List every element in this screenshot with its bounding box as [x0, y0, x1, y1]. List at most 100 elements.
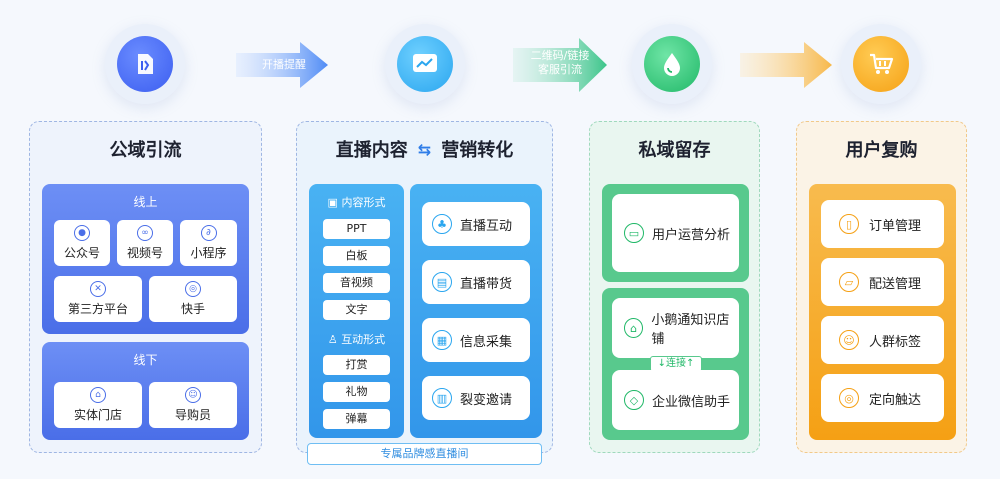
bag-icon: ▤: [432, 272, 452, 292]
target-icon: ◎: [839, 388, 859, 408]
chart-icon: [397, 36, 453, 92]
stage1-icon-badge: [105, 24, 185, 104]
order-management-item[interactable]: ▯ 订单管理: [821, 200, 944, 248]
item-label: 企业微信助手: [652, 394, 731, 410]
item-label: 定向触达: [869, 392, 922, 408]
stage1-title: 公域引流: [109, 140, 182, 161]
stage2-title-row: 直播内容 ⇆ 营销转化: [297, 136, 552, 162]
stage3-panel: 私域留存 ▭ 用户运营分析 ⌂ 小鹅通知识店铺 ↓连接↑ ◇ 企业微信助手: [589, 121, 760, 453]
form-icon: ▦: [432, 330, 452, 350]
clipboard-icon: ▯: [839, 214, 859, 234]
live-commerce-item[interactable]: ▤ 直播带货: [422, 260, 530, 304]
item-label: 人群标签: [869, 334, 922, 350]
marketing-column: ♣ 直播互动 ▤ 直播带货 ▦ 信息采集 ▥ 裂变邀请: [410, 184, 542, 438]
water-drop-icon: [644, 36, 700, 92]
store-icon: ⌂: [90, 387, 106, 403]
content-form-item[interactable]: PPT: [323, 219, 390, 239]
stage3-top-card: ▭ 用户运营分析: [602, 184, 749, 282]
chip-label: 公众号: [63, 246, 100, 260]
arrow-1-label: 开播提醒: [262, 58, 306, 71]
content-form-label: 内容形式: [341, 196, 386, 209]
stage1-panel: 公域引流 线上 ● 公众号 ∞ 视频号 ∂ 小程序 ✕ 第三方平台 ◎ 快手 线…: [29, 121, 262, 453]
interact-form-label: 互动形式: [341, 333, 386, 346]
document-icon: [117, 36, 173, 92]
targeted-reach-item[interactable]: ◎ 定向触达: [821, 374, 944, 422]
chip-label: 视频号: [126, 246, 163, 260]
analytics-icon: ▭: [624, 223, 644, 243]
channels-icon: ∞: [137, 225, 153, 241]
third-party-chip[interactable]: ✕ 第三方平台: [54, 276, 142, 322]
handshake-icon: ◇: [624, 390, 644, 410]
interact-form-header: ♙ 互动形式: [309, 331, 404, 347]
offline-label: 线下: [133, 353, 158, 367]
users-icon: ☺: [839, 330, 859, 350]
arrow-2: 二维码/链接 客服引流: [513, 38, 607, 92]
item-label: 配送管理: [869, 276, 922, 292]
item-label: 直播带货: [460, 276, 513, 292]
delivery-management-item[interactable]: ▱ 配送管理: [821, 258, 944, 306]
kuaishou-chip[interactable]: ◎ 快手: [149, 276, 237, 322]
channels-chip[interactable]: ∞ 视频号: [117, 220, 173, 266]
mini-program-icon: ∂: [200, 225, 217, 241]
chip-label: 小程序: [190, 246, 227, 260]
interact-form-icon: ♙: [327, 333, 338, 346]
referral-item[interactable]: ▥ 裂变邀请: [422, 376, 530, 420]
kuaishou-icon: ◎: [185, 281, 201, 297]
store-icon: ⌂: [624, 318, 644, 338]
interact-form-item[interactable]: 打赏: [323, 355, 390, 375]
knowledge-store-item[interactable]: ⌂ 小鹅通知识店铺: [612, 298, 739, 358]
item-label: 信息采集: [460, 334, 513, 350]
wechat-icon: ●: [74, 225, 90, 241]
stage2-title-right: 营销转化: [441, 140, 514, 161]
user-ops-analysis-item[interactable]: ▭ 用户运营分析: [612, 194, 739, 272]
guide-chip[interactable]: ☺ 导购员: [149, 382, 237, 428]
arrow-2-line1: 二维码/链接: [530, 49, 590, 62]
stage2-icon-badge: [385, 24, 465, 104]
interaction-icon: ♣: [432, 214, 452, 234]
arrow-2-line2: 客服引流: [538, 63, 582, 76]
stage3-bottom-card: ⌂ 小鹅通知识店铺 ↓连接↑ ◇ 企业微信助手: [602, 288, 749, 440]
arrow-2-label: 二维码/链接 客服引流: [525, 49, 595, 77]
store-chip[interactable]: ⌂ 实体门店: [54, 382, 142, 428]
person-icon: ☺: [185, 387, 201, 403]
content-form-item[interactable]: 文字: [323, 300, 390, 320]
content-form-item[interactable]: 音视频: [323, 273, 390, 293]
online-label: 线上: [133, 195, 158, 209]
stage3-title: 私域留存: [638, 140, 711, 161]
wechat-official-chip[interactable]: ● 公众号: [54, 220, 110, 266]
brand-live-room-bar: 专属品牌感直播间: [307, 443, 542, 465]
item-label: 用户运营分析: [652, 227, 731, 243]
stage3-icon-badge: [632, 24, 712, 104]
arrow-3: [740, 40, 832, 90]
interact-form-item[interactable]: 弹幕: [323, 409, 390, 429]
stage4-icon-badge: [841, 24, 921, 104]
interact-form-item[interactable]: 礼物: [323, 382, 390, 402]
item-label: 直播互动: [460, 218, 513, 234]
stage2-panel: 直播内容 ⇆ 营销转化 ▣ 内容形式 PPT 白板 音视频 文字 ♙ 互动形式 …: [296, 121, 553, 453]
wecom-assistant-item[interactable]: ◇ 企业微信助手: [612, 370, 739, 430]
content-form-header: ▣ 内容形式: [309, 194, 404, 210]
swap-icon: ⇆: [417, 139, 432, 159]
chip-label: 实体门店: [73, 408, 122, 422]
audience-tags-item[interactable]: ☺ 人群标签: [821, 316, 944, 364]
stage2-title-left: 直播内容: [335, 140, 408, 161]
item-label: 裂变邀请: [460, 392, 513, 408]
arrow-up-icon: ↑: [686, 358, 695, 369]
chip-label: 第三方平台: [67, 302, 128, 316]
stage4-panel: 用户复购 ▯ 订单管理 ▱ 配送管理 ☺ 人群标签 ◎ 定向触达: [796, 121, 967, 453]
chip-label: 快手: [180, 302, 205, 316]
mini-program-chip[interactable]: ∂ 小程序: [180, 220, 237, 266]
live-interaction-item[interactable]: ♣ 直播互动: [422, 202, 530, 246]
item-label: 小鹅通知识店铺: [651, 313, 730, 347]
content-form-item[interactable]: 白板: [323, 246, 390, 266]
content-form-icon: ▣: [327, 196, 338, 209]
bar-chart-icon: ▥: [432, 388, 452, 408]
content-column: ▣ 内容形式 PPT 白板 音视频 文字 ♙ 互动形式 打赏 礼物 弹幕: [309, 184, 404, 438]
link-label: 连接: [666, 358, 686, 369]
truck-icon: ▱: [839, 272, 859, 292]
chip-label: 导购员: [174, 408, 211, 422]
offline-card: 线下 ⌂ 实体门店 ☺ 导购员: [42, 342, 249, 440]
arrow-1: 开播提醒: [236, 40, 328, 90]
info-collect-item[interactable]: ▦ 信息采集: [422, 318, 530, 362]
tools-icon: ✕: [90, 281, 106, 297]
